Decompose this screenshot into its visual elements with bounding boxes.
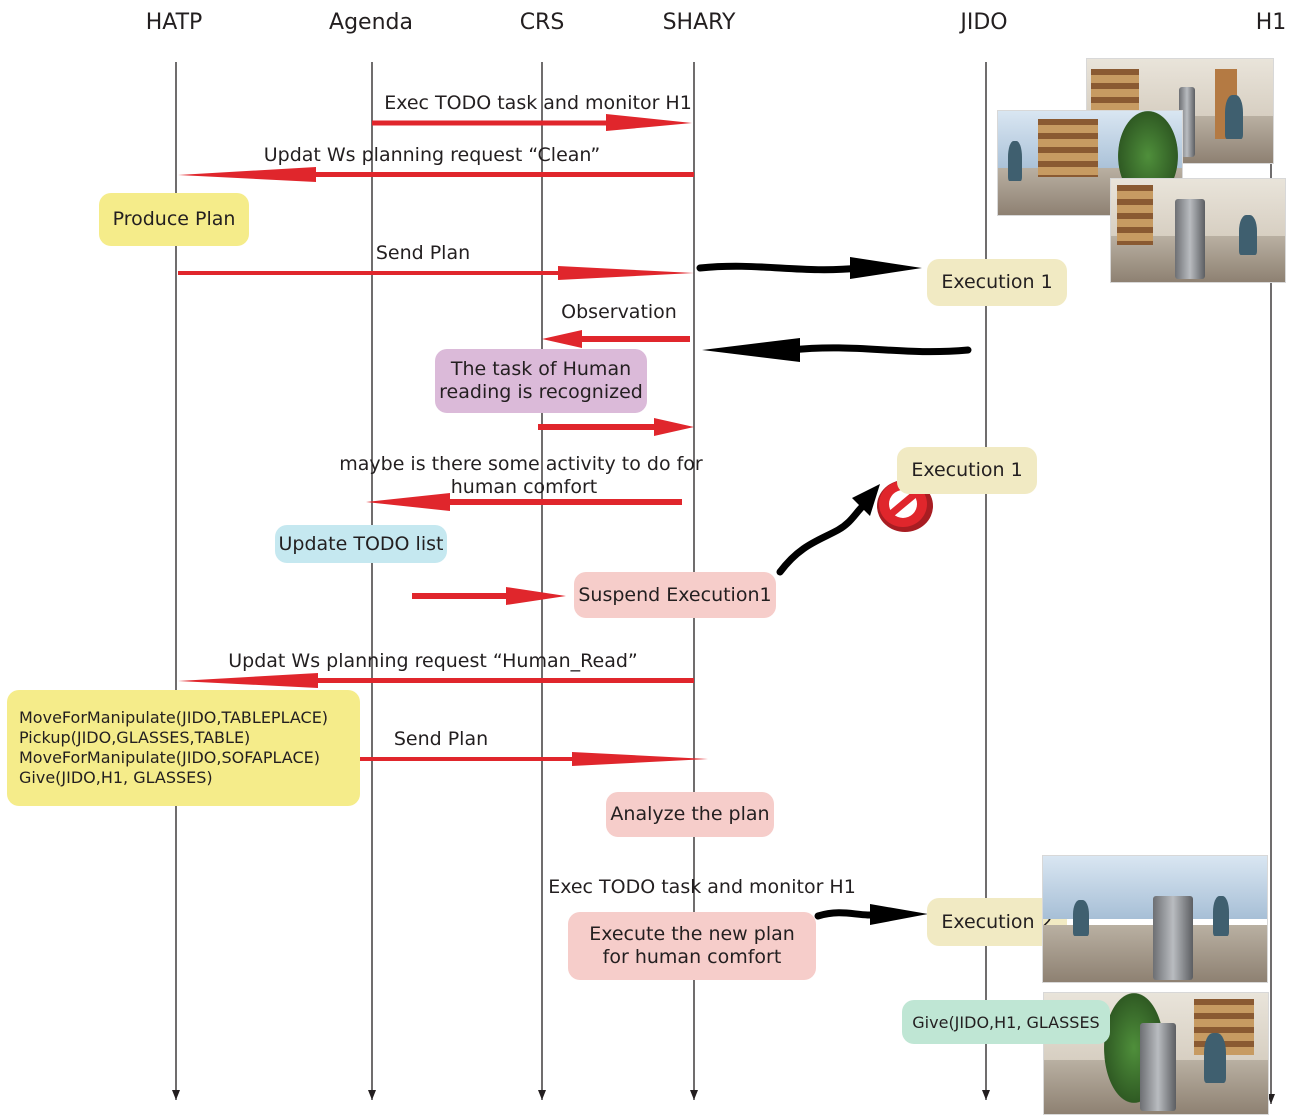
photo-robot-approach	[1110, 178, 1286, 283]
box-analyze-plan: Analyze the plan	[606, 792, 774, 837]
actor-h1: H1	[1255, 10, 1287, 35]
execute-line2: for human comfort	[602, 946, 782, 968]
box-execute-new-plan: Execute the new plan for human comfort	[568, 912, 816, 980]
actor-crs: CRS	[519, 10, 565, 35]
plan-line-4: Give(JIDO,H1, GLASSES)	[19, 768, 213, 787]
wavy-arrow-to-execution1	[696, 262, 864, 274]
plan-line-1: MoveForManipulate(JIDO,TABLEPLACE)	[19, 708, 329, 727]
plan-line-3: MoveForManipulate(JIDO,SOFAPLACE)	[19, 748, 320, 767]
arrow-observation	[542, 330, 690, 348]
task-line2: reading is recognized	[439, 381, 643, 403]
plan-line-2: Pickup(JIDO,GLASSES,TABLE)	[19, 728, 251, 747]
msg-updat-clean: Updat Ws planning request “Clean”	[263, 144, 601, 166]
arrowhead-execution1	[850, 257, 922, 279]
box-execution1-b: Execution 1	[897, 447, 1037, 494]
arrow-send-plan-1	[178, 266, 694, 280]
arrowhead-stop	[852, 484, 880, 516]
msg-send-plan-1: Send Plan	[375, 242, 471, 264]
box-update-todo: Update TODO list	[275, 525, 447, 563]
box-plan: MoveForManipulate(JIDO,TABLEPLACE) Picku…	[7, 690, 360, 806]
arrow-maybe-activity	[366, 493, 682, 511]
msg-exec-todo-1: Exec TODO task and monitor H1	[384, 92, 692, 114]
arrow-exec-todo	[372, 114, 692, 131]
arrow-updat-clean	[178, 167, 694, 182]
box-execution1-a: Execution 1	[927, 259, 1067, 306]
arrowhead-execution2	[870, 904, 928, 925]
wavy-arrow-to-stop	[776, 501, 868, 576]
arrowhead-from-jido	[702, 338, 800, 362]
actor-shary: SHARY	[662, 10, 736, 35]
box-suspend-execution: Suspend Execution1	[574, 572, 776, 618]
arrow-suspend	[412, 587, 566, 605]
arrow-task-recognized	[538, 418, 694, 436]
execute-line1: Execute the new plan	[589, 923, 795, 945]
msg-exec-todo-2: Exec TODO task and monitor H1	[548, 876, 856, 898]
msg-observation: Observation	[561, 301, 677, 323]
actor-hatp: HATP	[145, 10, 203, 35]
msg-send-plan-2: Send Plan	[393, 728, 489, 750]
msg-maybe-line2: human comfort	[450, 476, 598, 498]
actor-agenda: Agenda	[329, 10, 413, 35]
box-produce-plan: Produce Plan	[99, 193, 249, 246]
task-line1: The task of Human	[450, 358, 632, 380]
wavy-arrow-from-jido	[786, 344, 972, 356]
box-give-glasses: Give(JIDO,H1, GLASSES	[902, 1000, 1110, 1044]
msg-updat-human-read: Updat Ws planning request “Human_Read”	[228, 650, 638, 672]
actor-jido: JIDO	[960, 10, 1008, 35]
msg-maybe-line1: maybe is there some activity to do for	[339, 453, 703, 475]
photo-lab-robot-arm	[1042, 855, 1268, 983]
arrow-send-plan-2	[360, 752, 708, 766]
box-task-recognized: The task of Human reading is recognized	[435, 349, 647, 413]
arrow-updat-human-read	[178, 673, 694, 688]
